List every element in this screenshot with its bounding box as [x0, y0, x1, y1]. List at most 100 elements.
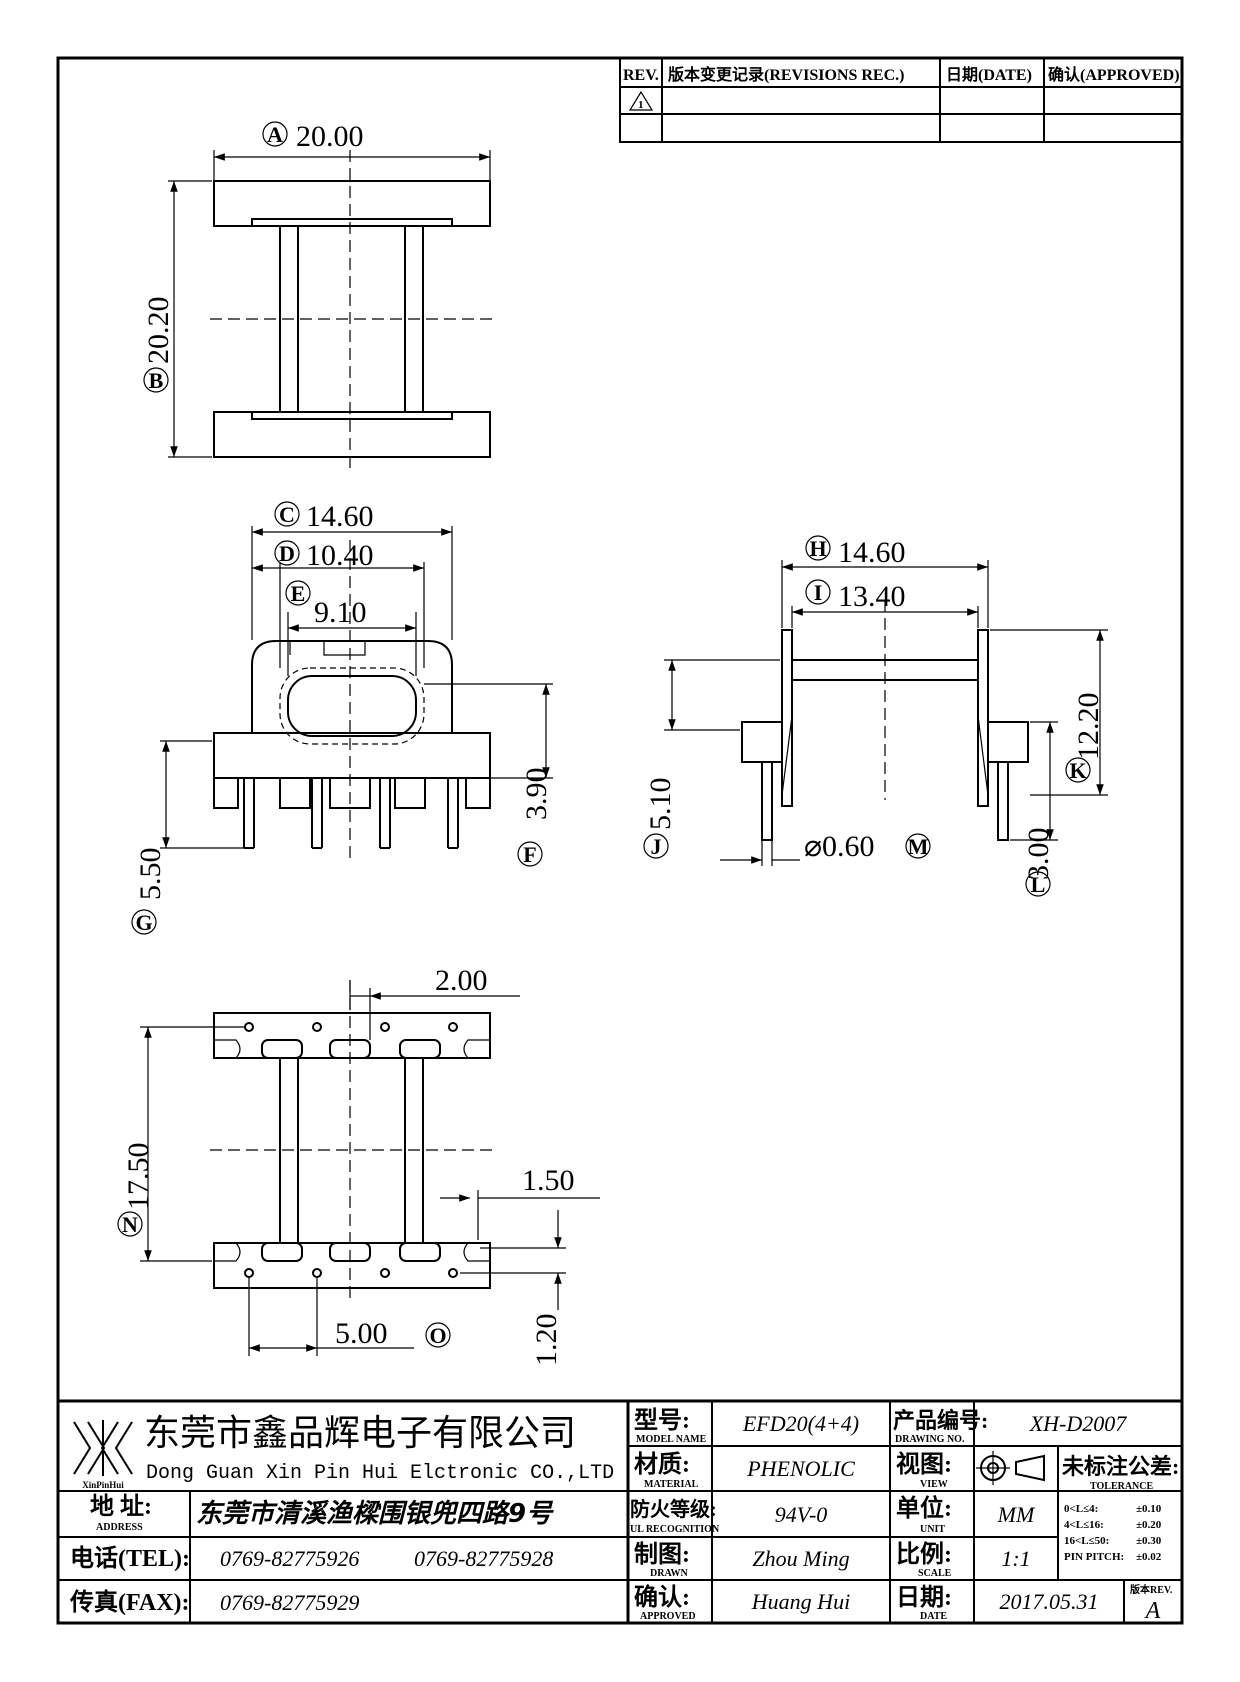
company-name-cn: 东莞市鑫品辉电子有限公司 [144, 1413, 576, 1454]
fax-label: 传真(FAX): [69, 1588, 190, 1616]
tolerance-range: 4<L≤16: [1064, 1519, 1104, 1531]
unit-value: MM [997, 1502, 1036, 1527]
material-label: 材质: [634, 1451, 690, 1478]
top-view: A 20.00 B 20.20 [142, 120, 495, 470]
tel-value-1: 0769-82775926 [220, 1546, 359, 1571]
dim-f-label: F [523, 842, 536, 867]
dim-f-value: 3.90 [520, 768, 553, 821]
fire-label: 防火等级: [630, 1497, 717, 1521]
dim-i-label: I [814, 580, 823, 605]
dim-c-label: C [279, 502, 295, 527]
dim-o-value: 5.00 [335, 1317, 388, 1350]
dim-c-value: 14.60 [306, 500, 374, 533]
dim-b-value: 20.20 [142, 297, 175, 365]
dim-j-value: 5.10 [644, 778, 677, 831]
material-label-en: MATERIAL [644, 1479, 699, 1490]
tolerance-value: ±0.10 [1136, 1503, 1162, 1515]
dim-pitch-value: 2.00 [435, 964, 488, 997]
approved-label-en: APPROVED [640, 1611, 696, 1622]
view-label: 视图: [896, 1451, 952, 1478]
model-label-en: MODEL NAME [636, 1434, 707, 1445]
dim-k-label: K [1069, 758, 1086, 783]
dim-g-value: 5.50 [134, 848, 167, 901]
dim-h-value: 14.60 [838, 536, 906, 569]
scale-label: 比例: [896, 1541, 952, 1568]
dim-b-label: B [149, 368, 164, 393]
scale-label-en: SCALE [918, 1568, 952, 1579]
tolerance-value: ±0.20 [1136, 1519, 1162, 1531]
tolerance-value: ±0.02 [1136, 1551, 1162, 1563]
revision-triangle-icon [628, 90, 654, 111]
dim-l-value: 3.00 [1022, 828, 1055, 881]
projection-symbol-icon [976, 1451, 1045, 1485]
drawn-value: Zhou Ming [752, 1546, 849, 1571]
tel-label: 电话(TEL): [70, 1545, 190, 1572]
view-label-en: VIEW [920, 1479, 948, 1490]
dim-h-label: H [809, 536, 826, 561]
company-name-en: Dong Guan Xin Pin Hui Elctronic CO.,LTD [146, 1462, 614, 1485]
tolerance-label-en: TOLERANCE [1090, 1481, 1153, 1492]
approved-label: 确认: [634, 1584, 690, 1611]
drawing-no-value: XH-D2007 [1029, 1411, 1128, 1436]
date-label-en: DATE [920, 1611, 947, 1622]
model-value: EFD20(4+4) [742, 1411, 859, 1436]
dim-d-label: D [279, 541, 295, 566]
tolerance-range: PIN PITCH: [1064, 1551, 1124, 1563]
tolerance-value: ±0.30 [1136, 1535, 1162, 1547]
unit-label-en: UNIT [920, 1524, 945, 1535]
side-view: H 14.60 I 13.40 5.10 J 12.20 K 3.00 L [643, 535, 1108, 897]
dim-j-label: J [651, 834, 662, 859]
material-value: PHENOLIC [746, 1456, 855, 1481]
dim-l-label: L [1031, 872, 1046, 897]
scale-value: 1:1 [1001, 1546, 1030, 1571]
version-value: A [1144, 1598, 1161, 1624]
date-header: 日期(DATE) [946, 65, 1032, 84]
dim-i-value: 13.40 [838, 580, 906, 613]
title-block: XinPinHui 东莞市鑫品辉电子有限公司 Dong Guan Xin Pin… [58, 1399, 1182, 1624]
fire-value: 94V-0 [775, 1502, 828, 1527]
tolerance-label: 未标注公差: [1062, 1454, 1179, 1479]
address-label: 地 址: [90, 1493, 152, 1520]
model-label: 型号: [634, 1407, 690, 1434]
approved-header: 确认(APPROVED) [1048, 65, 1180, 84]
drawn-label-en: DRAWN [650, 1568, 689, 1579]
dim-a-label: A [267, 122, 283, 147]
revision-record-header: 版本变更记录(REVISIONS REC.) [667, 65, 904, 84]
address-label-en: ADDRESS [96, 1522, 143, 1533]
dim-d-value: 10.40 [306, 539, 374, 572]
dim-e-value: 9.10 [314, 596, 367, 629]
bottom-view: 2.00 N 17.50 1.50 1.20 5.00 O [117, 964, 600, 1367]
dim-a-value: 20.00 [296, 120, 364, 153]
front-view: C 14.60 D 10.40 E 9.10 3.90 F 5.50 G [131, 500, 553, 935]
dim-g-label: G [135, 910, 152, 935]
dim-slot-value: 1.50 [522, 1164, 575, 1197]
dim-k-value: 12.20 [1072, 693, 1105, 761]
address-value: 东莞市清溪渔樑围银兜四路9号 [196, 1499, 554, 1529]
dim-o-label: O [429, 1323, 446, 1348]
date-value: 2017.05.31 [1000, 1589, 1099, 1614]
drawn-label: 制图: [634, 1541, 690, 1568]
drawing-no-label-en: DRAWING NO. [895, 1434, 965, 1445]
date-label: 日期: [896, 1584, 952, 1611]
company-logo: XinPinHui [73, 1420, 133, 1490]
dim-n-label: N [122, 1212, 138, 1237]
tolerance-range: 0<L≤4: [1064, 1503, 1098, 1515]
revision-table: REV. 版本变更记录(REVISIONS REC.) 日期(DATE) 确认(… [619, 57, 1183, 143]
dim-n-value: 17.50 [122, 1143, 155, 1211]
dim-m-value: ⌀0.60 [804, 830, 875, 863]
tolerance-range: 16<L≤50: [1064, 1535, 1109, 1547]
fire-label-en: UL RECOGNITION [630, 1524, 720, 1535]
dim-m-label: M [908, 834, 929, 859]
unit-label: 单位: [896, 1494, 952, 1522]
revision-mark: 1 [638, 99, 644, 111]
dim-e-label: E [291, 581, 306, 606]
tel-value-2: 0769-82775928 [414, 1546, 553, 1571]
fax-value: 0769-82775929 [220, 1590, 359, 1615]
rev-header: REV. [623, 67, 659, 84]
approved-value: Huang Hui [751, 1589, 850, 1614]
drawing-no-label: 产品编号: [893, 1408, 988, 1433]
logo-text: XinPinHui [82, 1480, 124, 1490]
version-label: 版本REV. [1130, 1583, 1173, 1596]
dim-pin-offset-value: 1.20 [530, 1314, 563, 1367]
